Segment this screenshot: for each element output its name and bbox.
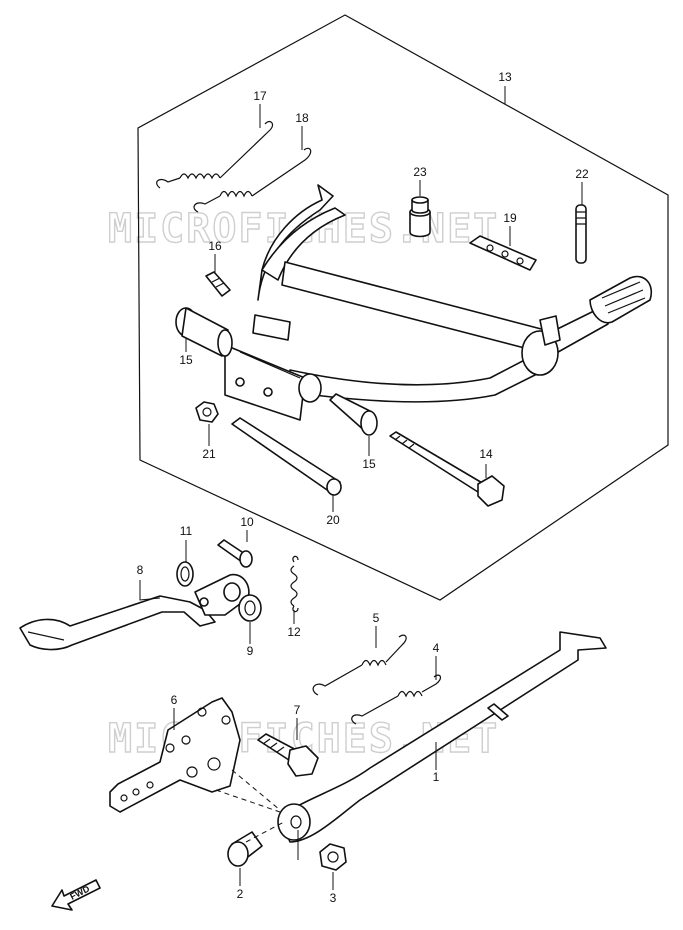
assembly-13-outline	[137, 14, 669, 601]
callout-11: 11	[180, 524, 193, 538]
callout-14: 14	[479, 447, 493, 461]
spring-12	[290, 555, 299, 613]
spring-18	[193, 147, 312, 213]
shaft-20	[231, 417, 342, 496]
callout-7: 7	[294, 703, 301, 717]
callout-8: 8	[137, 563, 144, 577]
bolt-2	[227, 831, 263, 867]
bolt-14	[389, 431, 505, 507]
bolt-7	[257, 733, 319, 777]
callout-20: 20	[326, 513, 340, 527]
callout-12: 12	[287, 625, 301, 639]
spring-17	[156, 120, 274, 189]
washer-9	[238, 594, 262, 622]
callout-3: 3	[330, 891, 337, 905]
callout-1: 1	[433, 770, 440, 784]
callout-6: 6	[171, 693, 178, 707]
bush-15-right	[329, 393, 378, 436]
circlip-11	[176, 561, 194, 587]
rubber-23	[409, 196, 431, 238]
callout-21: 21	[202, 447, 216, 461]
leader-lines	[139, 86, 583, 890]
callout-13: 13	[498, 70, 512, 84]
spring-5	[312, 634, 407, 696]
fwd-arrow-icon: FWD	[51, 879, 101, 911]
callout-15-left: 15	[179, 353, 193, 367]
callout-9: 9	[247, 644, 254, 658]
callout-18: 18	[295, 111, 309, 125]
callout-16: 16	[208, 239, 222, 253]
callout-15-right: 15	[362, 457, 376, 471]
callout-labels: 13 17 18 23 22 19 16 15 21 15 14 20 10 1…	[137, 70, 589, 905]
callout-4: 4	[433, 641, 440, 655]
center-stand	[224, 184, 652, 421]
callout-19: 19	[503, 211, 517, 225]
callout-5: 5	[373, 611, 380, 625]
nut-21	[195, 401, 219, 423]
callout-10: 10	[240, 515, 254, 529]
callout-2: 2	[237, 887, 244, 901]
nut-3	[319, 843, 347, 871]
callout-17: 17	[253, 89, 267, 103]
bush-15-left	[175, 307, 233, 357]
bolt-16	[205, 271, 231, 297]
bracket-6	[109, 697, 241, 813]
damper-19	[469, 235, 537, 271]
side-stand-1	[277, 631, 607, 843]
pin-22	[575, 204, 587, 264]
bolt-10	[217, 539, 253, 568]
brake-pedal-8	[19, 573, 250, 651]
callout-23: 23	[413, 165, 427, 179]
callout-22: 22	[575, 167, 589, 181]
